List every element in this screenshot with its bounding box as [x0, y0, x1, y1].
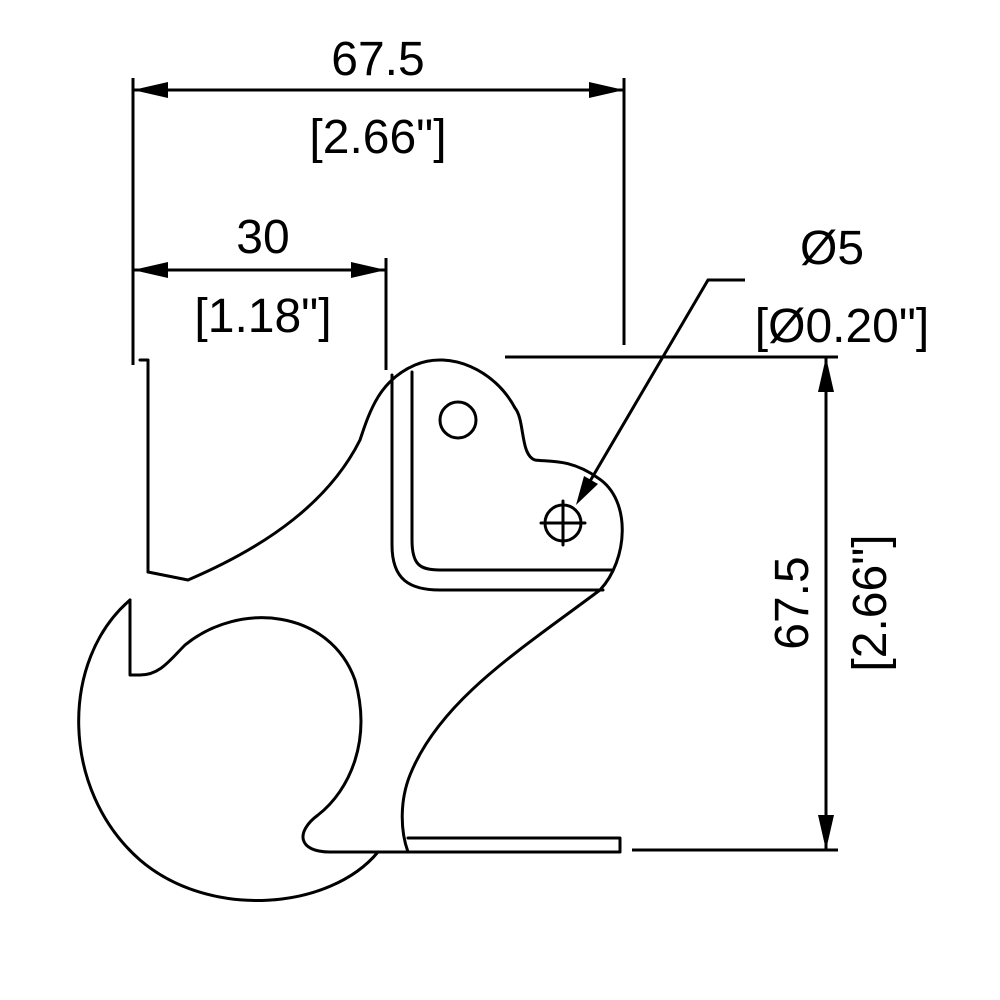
dimension-value-metric: 30 — [236, 211, 289, 264]
arrow-head-right — [351, 262, 386, 278]
dimension-value-imperial: [2.66"] — [844, 534, 897, 671]
dimension-value-imperial: [2.66"] — [309, 111, 446, 164]
arrow-head-right — [589, 82, 624, 98]
dimension-flange-width: 30 [1.18"] — [133, 211, 388, 370]
bottom-flange — [406, 836, 622, 854]
hole-center-mark — [539, 499, 587, 547]
left-flange — [128, 358, 150, 677]
dimension-hole-diameter: Ø5 [Ø0.20"] — [576, 222, 929, 505]
dimension-value-metric: Ø5 — [800, 222, 864, 275]
arrow-head-left — [133, 82, 168, 98]
dimension-value-imperial: [1.18"] — [194, 290, 331, 343]
leader-line — [584, 278, 745, 489]
round-cup-outline — [77, 598, 380, 902]
bracket-outer-contour — [138, 358, 624, 854]
dimension-value-metric: 67.5 — [331, 33, 424, 86]
arrow-head-left — [133, 262, 168, 278]
arrow-head-bottom — [818, 815, 834, 850]
fold-line — [390, 370, 614, 592]
dimension-overall-width: 67.5 [2.66"] — [131, 33, 626, 365]
dimension-value-metric: 67.5 — [766, 556, 819, 649]
corner-bracket-part — [77, 358, 624, 902]
dimension-value-imperial: [Ø0.20"] — [755, 300, 929, 353]
dimension-overall-height: 67.5 [2.66"] — [505, 355, 897, 852]
arrow-head-top — [818, 357, 834, 392]
mounting-hole-small — [438, 400, 478, 440]
leader-arrow-head — [576, 476, 598, 505]
